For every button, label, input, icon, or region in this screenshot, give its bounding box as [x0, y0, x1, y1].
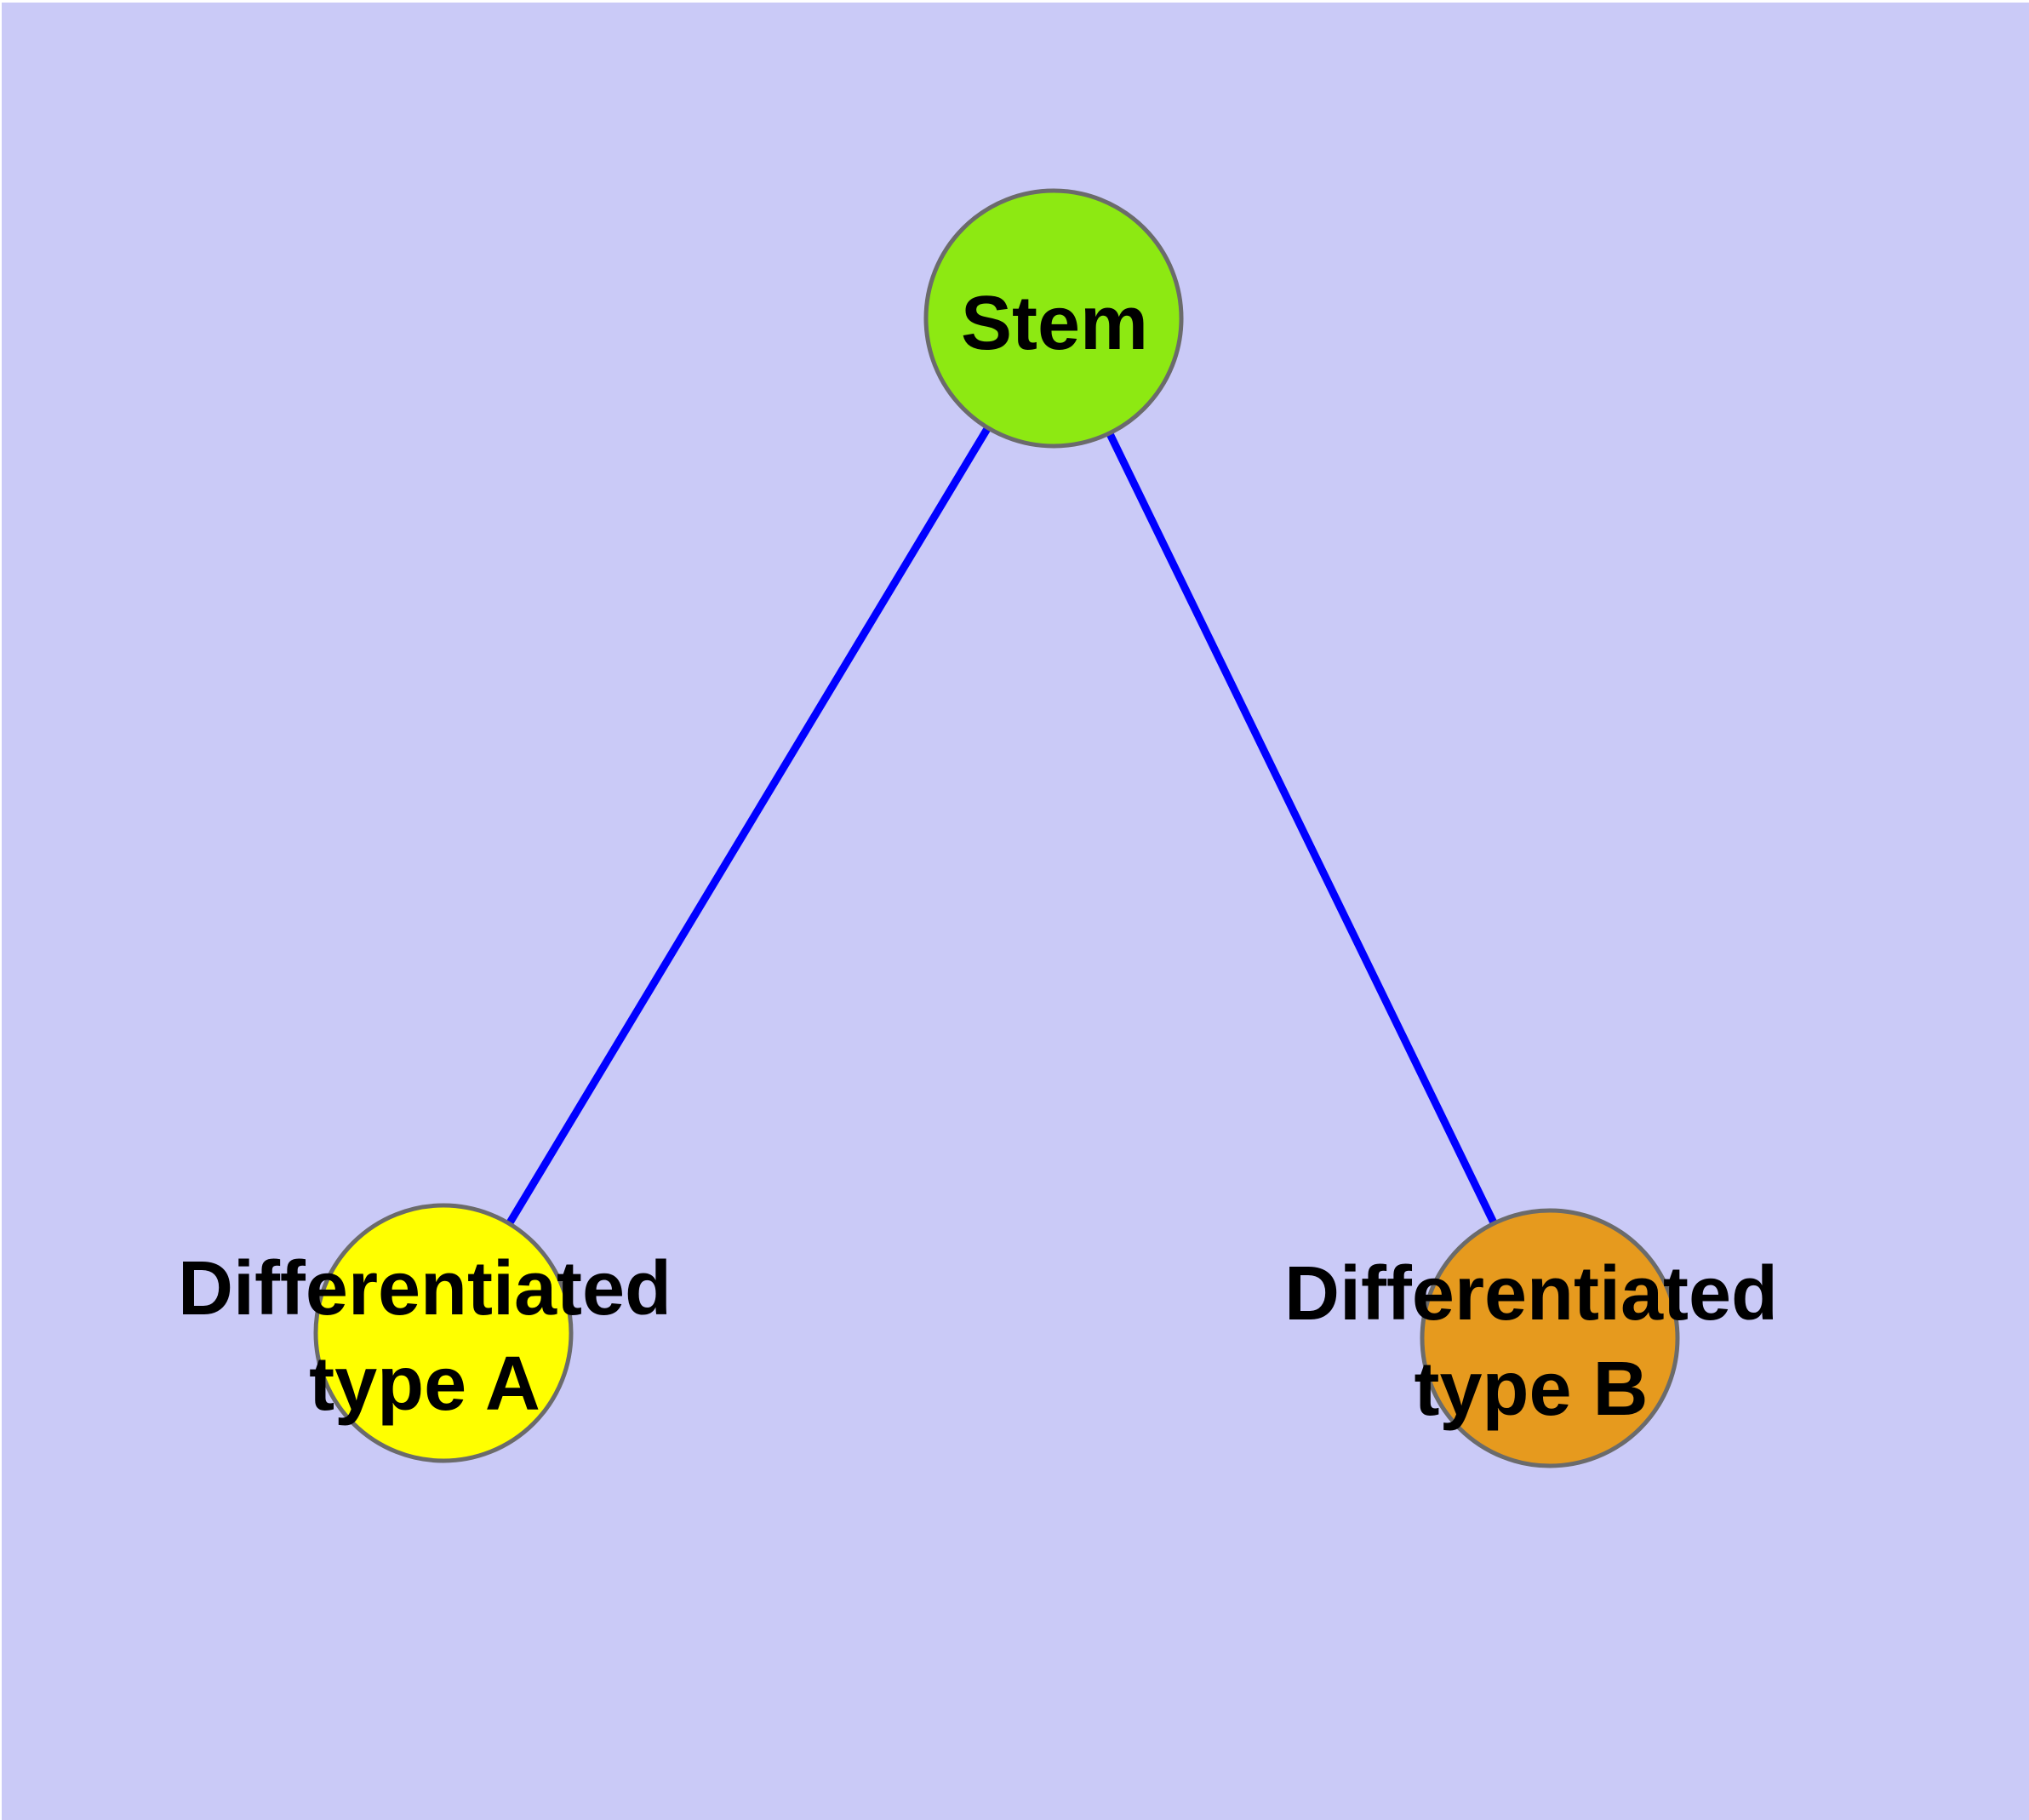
node-stem	[923, 188, 1184, 449]
node-differentiated-type-a	[313, 1203, 574, 1463]
node-type-b-label-line2: type B	[1414, 1347, 1648, 1432]
node-type-a-label-line1: Differentiated	[178, 1246, 672, 1331]
node-type-a-label-line2: type A	[309, 1342, 540, 1427]
node-differentiated-type-b	[1420, 1208, 1680, 1468]
node-type-b-label-line1: Differentiated	[1284, 1251, 1778, 1336]
edge-stem-to-type-b	[1049, 317, 1554, 1340]
edge-stem-to-type-a	[440, 316, 1057, 1336]
node-stem-label: Stem	[961, 281, 1148, 366]
